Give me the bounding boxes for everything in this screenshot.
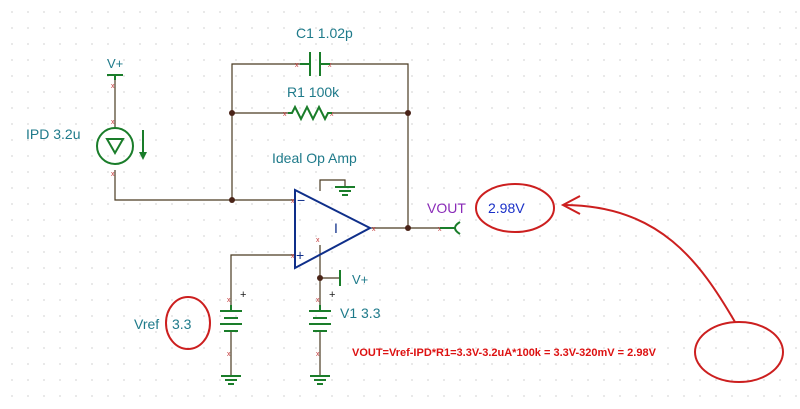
vref-label-prefix: Vref <box>134 316 159 332</box>
svg-text:x: x <box>227 351 231 358</box>
ipd-label: IPD 3.2u <box>26 126 80 142</box>
vref-plus-sign: + <box>240 289 246 301</box>
result-highlight-ellipse <box>694 321 784 383</box>
annotations: VOUT=Vref-IPD*R1=3.3V-3.2uA*100k = 3.3V-… <box>165 183 784 383</box>
v1-ground-icon <box>310 375 330 385</box>
opamp-marker: I <box>334 220 338 236</box>
svg-text:x: x <box>291 253 295 260</box>
v1-label: V1 3.3 <box>340 305 381 321</box>
opamp-triangle <box>294 188 373 270</box>
voltage-source-vref[interactable]: + Vref 3.3 <box>134 289 246 385</box>
c1-label: C1 1.02p <box>296 25 353 41</box>
output-terminal[interactable]: VOUT 2.98V <box>427 200 525 235</box>
current-source-ipd[interactable]: V+ IPD 3.2u <box>26 56 147 165</box>
vout-highlight-ellipse <box>475 183 555 233</box>
formula-text: VOUT=Vref-IPD*R1=3.3V-3.2uA*100k = 3.3V-… <box>352 347 657 359</box>
voltage-source-v1[interactable]: + V1 3.3 V+ <box>309 270 381 385</box>
r1-label: R1 100k <box>287 84 340 100</box>
svg-text:x: x <box>111 119 115 126</box>
node-v1-top <box>317 275 323 281</box>
svg-text:x: x <box>291 198 295 205</box>
ideal-op-amp[interactable]: − + I Ideal Op Amp <box>272 150 373 270</box>
svg-text:x: x <box>328 62 332 69</box>
vref-ground-icon <box>221 375 241 385</box>
ipd-supply-label: V+ <box>107 56 123 71</box>
node-c1-r1-left <box>229 110 235 116</box>
svg-text:x: x <box>316 237 320 244</box>
svg-text:x: x <box>295 62 299 69</box>
wires <box>114 63 440 375</box>
resistor-r1[interactable]: R1 100k <box>287 84 340 122</box>
opamp-ground-icon <box>335 186 355 196</box>
vref-label-value: 3.3 <box>172 316 192 332</box>
node-output <box>405 225 411 231</box>
annotation-arrow <box>564 204 736 323</box>
vref-highlight-ellipse <box>165 296 211 350</box>
capacitor-c1[interactable]: C1 1.02p <box>296 25 353 76</box>
svg-text:x: x <box>438 226 442 233</box>
opamp-label: Ideal Op Amp <box>272 150 357 166</box>
junction-nodes <box>229 110 411 281</box>
svg-text:x: x <box>111 171 115 178</box>
node-inverting <box>229 197 235 203</box>
svg-text:x: x <box>316 297 320 304</box>
vout-label: VOUT <box>427 200 466 216</box>
svg-text:x: x <box>111 83 115 90</box>
ipd-circle <box>96 127 134 165</box>
vout-value: 2.98V <box>488 200 525 216</box>
v1-supply-label: V+ <box>352 272 368 287</box>
svg-text:x: x <box>330 111 334 118</box>
opamp-inverting-sign: − <box>297 192 305 208</box>
svg-text:x: x <box>283 111 287 118</box>
node-c1-r1-right <box>405 110 411 116</box>
opamp-noninverting-sign: + <box>296 247 304 263</box>
svg-text:x: x <box>316 351 320 358</box>
svg-text:x: x <box>227 297 231 304</box>
v1-plus-sign: + <box>329 289 335 301</box>
pin-markers: x x x x x x x x x x x x x x x x <box>111 62 442 358</box>
svg-text:x: x <box>372 226 376 233</box>
output-terminal-icon <box>454 221 461 235</box>
